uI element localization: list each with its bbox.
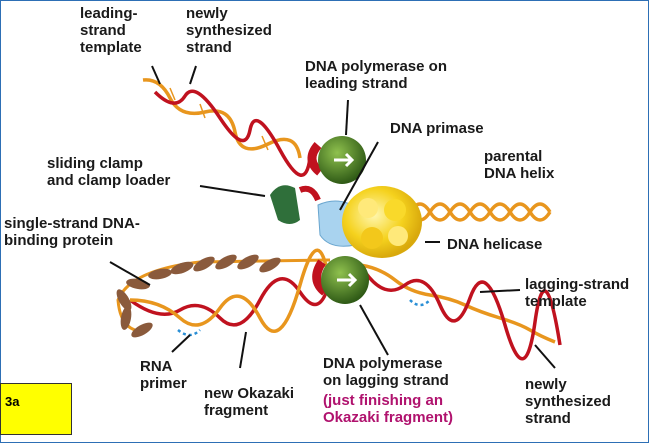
label-parental-helix: parental DNA helix xyxy=(484,148,555,182)
label-polymerase-lagging: DNA polymerase on lagging strand xyxy=(323,355,449,389)
label-rna-primer: RNA primer xyxy=(140,358,187,392)
figure-badge: 3a xyxy=(0,383,72,435)
label-leading-strand-template: leading- strand template xyxy=(80,5,142,56)
label-primase: DNA primase xyxy=(390,120,484,137)
label-okazaki: new Okazaki fragment xyxy=(204,385,295,419)
polymerase-leading xyxy=(307,136,366,184)
label-polymerase-leading: DNA polymerase on leading strand xyxy=(305,58,447,92)
label-sliding-clamp: sliding clamp and clamp loader xyxy=(47,155,171,189)
label-newly-synthesized-top: newly synthesized strand xyxy=(186,5,272,56)
polymerase-lagging xyxy=(312,256,369,304)
label-okazaki-note: (just finishing an Okazaki fragment) xyxy=(323,392,454,426)
ssb-coated-strand xyxy=(116,254,331,338)
label-newly-synthesized-bottom: newly synthesized strand xyxy=(525,376,611,427)
helicase xyxy=(342,186,422,258)
label-lagging-template: lagging-strand template xyxy=(525,276,630,310)
leading-strand-helix xyxy=(142,78,312,177)
leader-lines xyxy=(109,65,556,369)
label-ssb: single-strand DNA- binding protein xyxy=(4,215,140,249)
label-helicase: DNA helicase xyxy=(447,236,543,253)
parental-helix xyxy=(408,202,552,222)
sliding-clamp xyxy=(270,185,321,224)
